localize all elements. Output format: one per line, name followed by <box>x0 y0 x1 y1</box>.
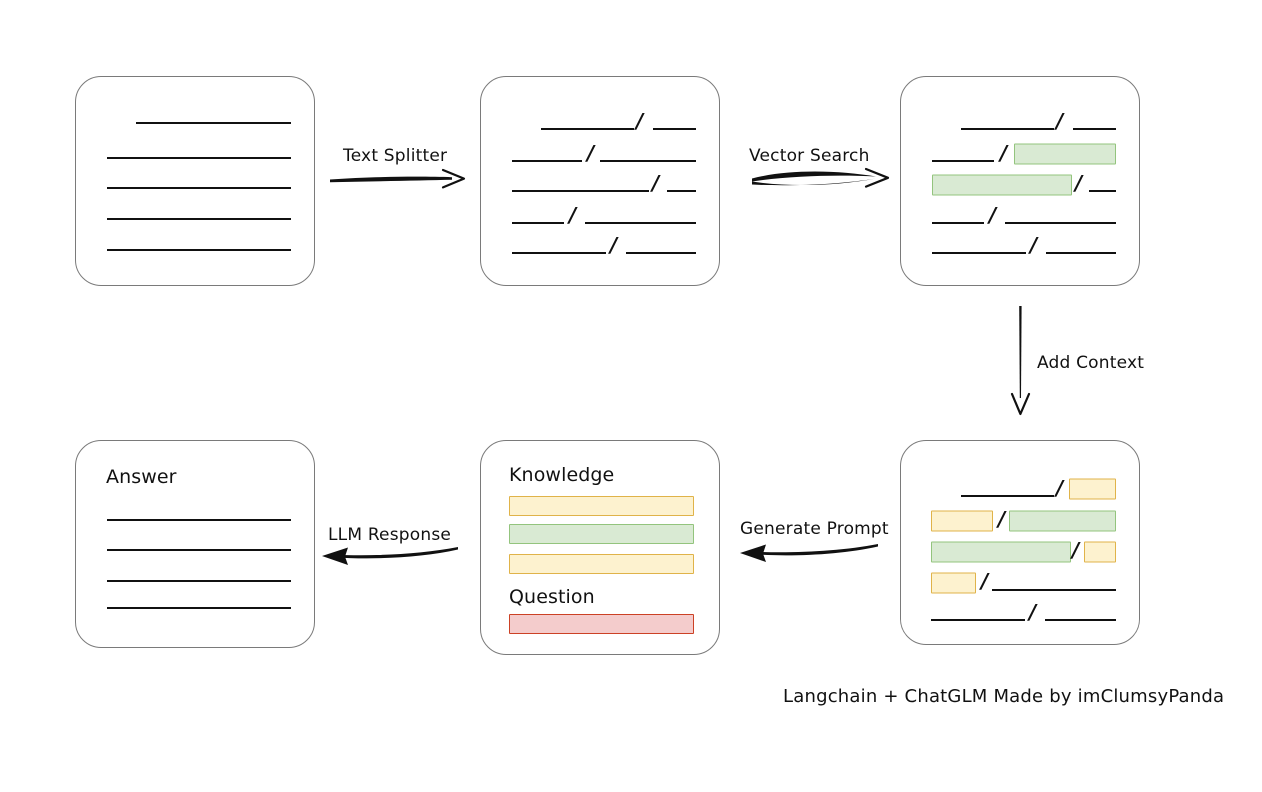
question-bar-red[interactable] <box>509 614 694 634</box>
chunk-separator: / <box>587 141 595 165</box>
answer-heading: Answer <box>106 466 177 488</box>
doc-line <box>512 252 606 254</box>
doc-line <box>107 187 291 189</box>
doc-line <box>932 222 984 224</box>
chunk-separator: / <box>652 171 660 195</box>
highlight-chip-yellow[interactable] <box>931 510 993 532</box>
footer-credit: Langchain + ChatGLM Made by imClumsyPand… <box>783 686 1225 707</box>
chunk-separator: / <box>1000 141 1008 165</box>
chunk-separator: / <box>1075 171 1083 195</box>
highlight-chip-yellow[interactable] <box>1069 478 1116 500</box>
doc-line <box>1046 252 1116 254</box>
doc-line <box>1005 222 1116 224</box>
chunk-separator: / <box>636 109 644 133</box>
doc-line <box>107 580 291 582</box>
knowledge-bar-green[interactable] <box>509 524 694 544</box>
doc-line <box>653 128 696 130</box>
knowledge-bar-yellow[interactable] <box>509 496 694 516</box>
doc-line <box>992 589 1116 591</box>
edge-label-generate-prompt: Generate Prompt <box>740 519 889 539</box>
doc-line <box>932 160 994 162</box>
doc-line <box>1073 128 1116 130</box>
doc-line <box>136 122 291 124</box>
doc-line <box>931 619 1025 621</box>
doc-line <box>107 549 291 551</box>
node-answer[interactable]: Answer <box>75 440 315 648</box>
knowledge-bar-yellow[interactable] <box>509 554 694 574</box>
chunk-separator: / <box>1056 109 1064 133</box>
chunk-separator: / <box>569 203 577 227</box>
doc-line <box>107 249 291 251</box>
doc-line <box>667 190 696 192</box>
knowledge-heading: Knowledge <box>509 464 615 486</box>
chunk-separator: / <box>981 569 989 593</box>
highlight-chip-green[interactable] <box>932 174 1072 196</box>
highlight-chip-green[interactable] <box>1009 510 1116 532</box>
doc-line <box>585 222 696 224</box>
doc-line <box>600 160 696 162</box>
doc-line <box>512 160 582 162</box>
arrow-add-context <box>1010 306 1031 416</box>
arrow-vector-search <box>752 167 890 188</box>
doc-line <box>512 190 649 192</box>
highlight-chip-yellow[interactable] <box>1084 541 1116 563</box>
arrow-text-splitter <box>330 168 466 189</box>
node-prompt[interactable]: Knowledge Question <box>480 440 720 655</box>
chunk-separator: / <box>1056 476 1064 500</box>
node-source-document[interactable] <box>75 76 315 286</box>
arrow-generate-prompt <box>740 544 878 562</box>
highlight-chip-green[interactable] <box>1014 143 1116 165</box>
doc-line <box>626 252 696 254</box>
arrow-llm-response <box>322 547 458 565</box>
edge-label-vector-search: Vector Search <box>749 146 870 166</box>
doc-line <box>961 128 1054 130</box>
doc-line <box>107 157 291 159</box>
doc-line <box>107 218 291 220</box>
node-split-chunks[interactable]: / / / / / <box>480 76 720 286</box>
chunk-separator: / <box>1029 600 1037 624</box>
doc-line <box>1045 619 1116 621</box>
chunk-separator: / <box>1072 538 1080 562</box>
edge-label-text-splitter: Text Splitter <box>343 146 448 166</box>
edge-label-add-context: Add Context <box>1037 353 1145 373</box>
edge-label-llm-response: LLM Response <box>328 525 452 545</box>
chunk-separator: / <box>989 203 997 227</box>
doc-line <box>961 495 1054 497</box>
node-context-chunks[interactable]: / / / / / <box>900 440 1140 645</box>
doc-line <box>541 128 634 130</box>
highlight-chip-yellow[interactable] <box>931 572 976 594</box>
chunk-separator: / <box>1030 233 1038 257</box>
node-matched-chunks[interactable]: / / / / / <box>900 76 1140 286</box>
doc-line <box>107 519 291 521</box>
doc-line <box>107 607 291 609</box>
doc-line <box>1089 190 1116 192</box>
doc-line <box>512 222 564 224</box>
chunk-separator: / <box>998 507 1006 531</box>
chunk-separator: / <box>610 233 618 257</box>
highlight-chip-green[interactable] <box>931 541 1071 563</box>
doc-line <box>932 252 1026 254</box>
question-heading: Question <box>509 586 595 608</box>
